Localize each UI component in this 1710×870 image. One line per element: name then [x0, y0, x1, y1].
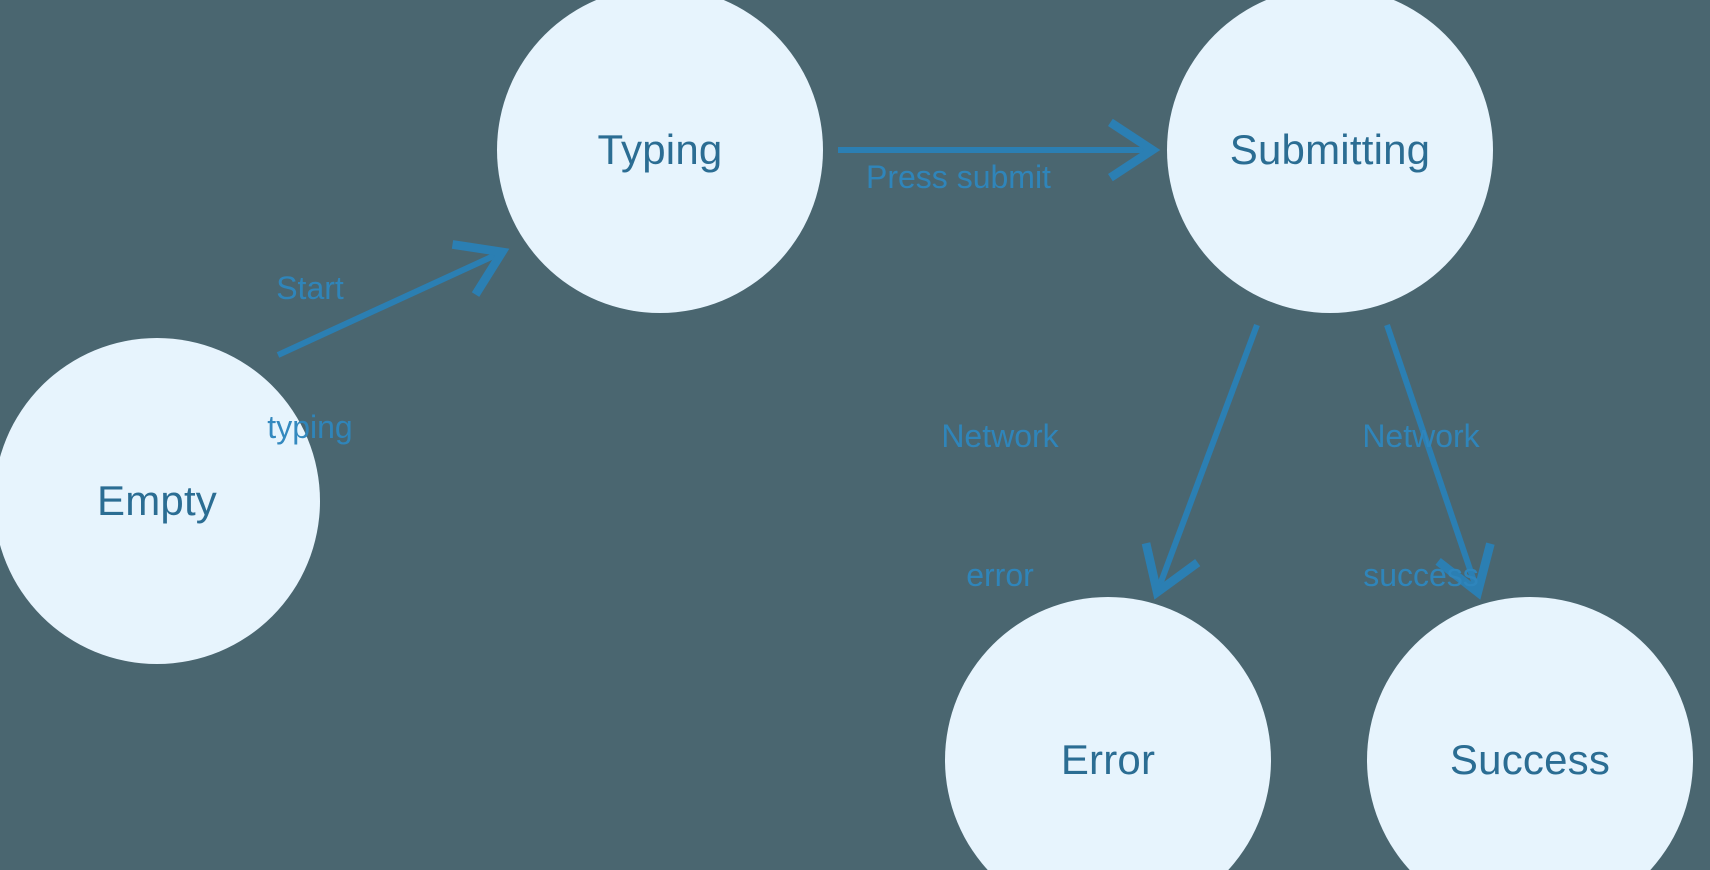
node-error-label: Error [1060, 736, 1156, 783]
edge-label-network-success-line2: success [1363, 556, 1479, 593]
edge-submitting-to-error [1141, 323, 1260, 600]
edge-label-start-typing-line2: typing [267, 408, 353, 445]
node-typing[interactable]: Typing [497, 0, 823, 313]
edge-label-network-error-line1: Network [941, 417, 1059, 454]
edge-label-network-success: Network success [1345, 320, 1497, 691]
edge-label-network-error-line2: error [966, 556, 1034, 593]
edge-submitting-to-success [1384, 324, 1495, 600]
node-success-label: Success [1449, 736, 1611, 783]
edge-label-press-submit: Press submit [866, 61, 1051, 293]
node-submitting[interactable]: Submitting [1167, 0, 1493, 313]
edge-label-start-typing: Start typing [250, 172, 370, 543]
edge-label-network-success-line1: Network [1362, 417, 1480, 454]
edge-label-network-error: Network error [925, 320, 1075, 691]
node-success[interactable]: Success [1367, 597, 1693, 870]
node-typing-label: Typing [597, 126, 723, 173]
node-submitting-label: Submitting [1229, 126, 1431, 173]
edge-label-press-submit-line1: Press submit [866, 158, 1051, 195]
edge-label-start-typing-line1: Start [276, 269, 344, 306]
node-empty[interactable]: Empty [0, 338, 320, 664]
node-error[interactable]: Error [945, 597, 1271, 870]
node-empty-label: Empty [96, 477, 218, 524]
edge-empty-to-typing [276, 240, 510, 358]
